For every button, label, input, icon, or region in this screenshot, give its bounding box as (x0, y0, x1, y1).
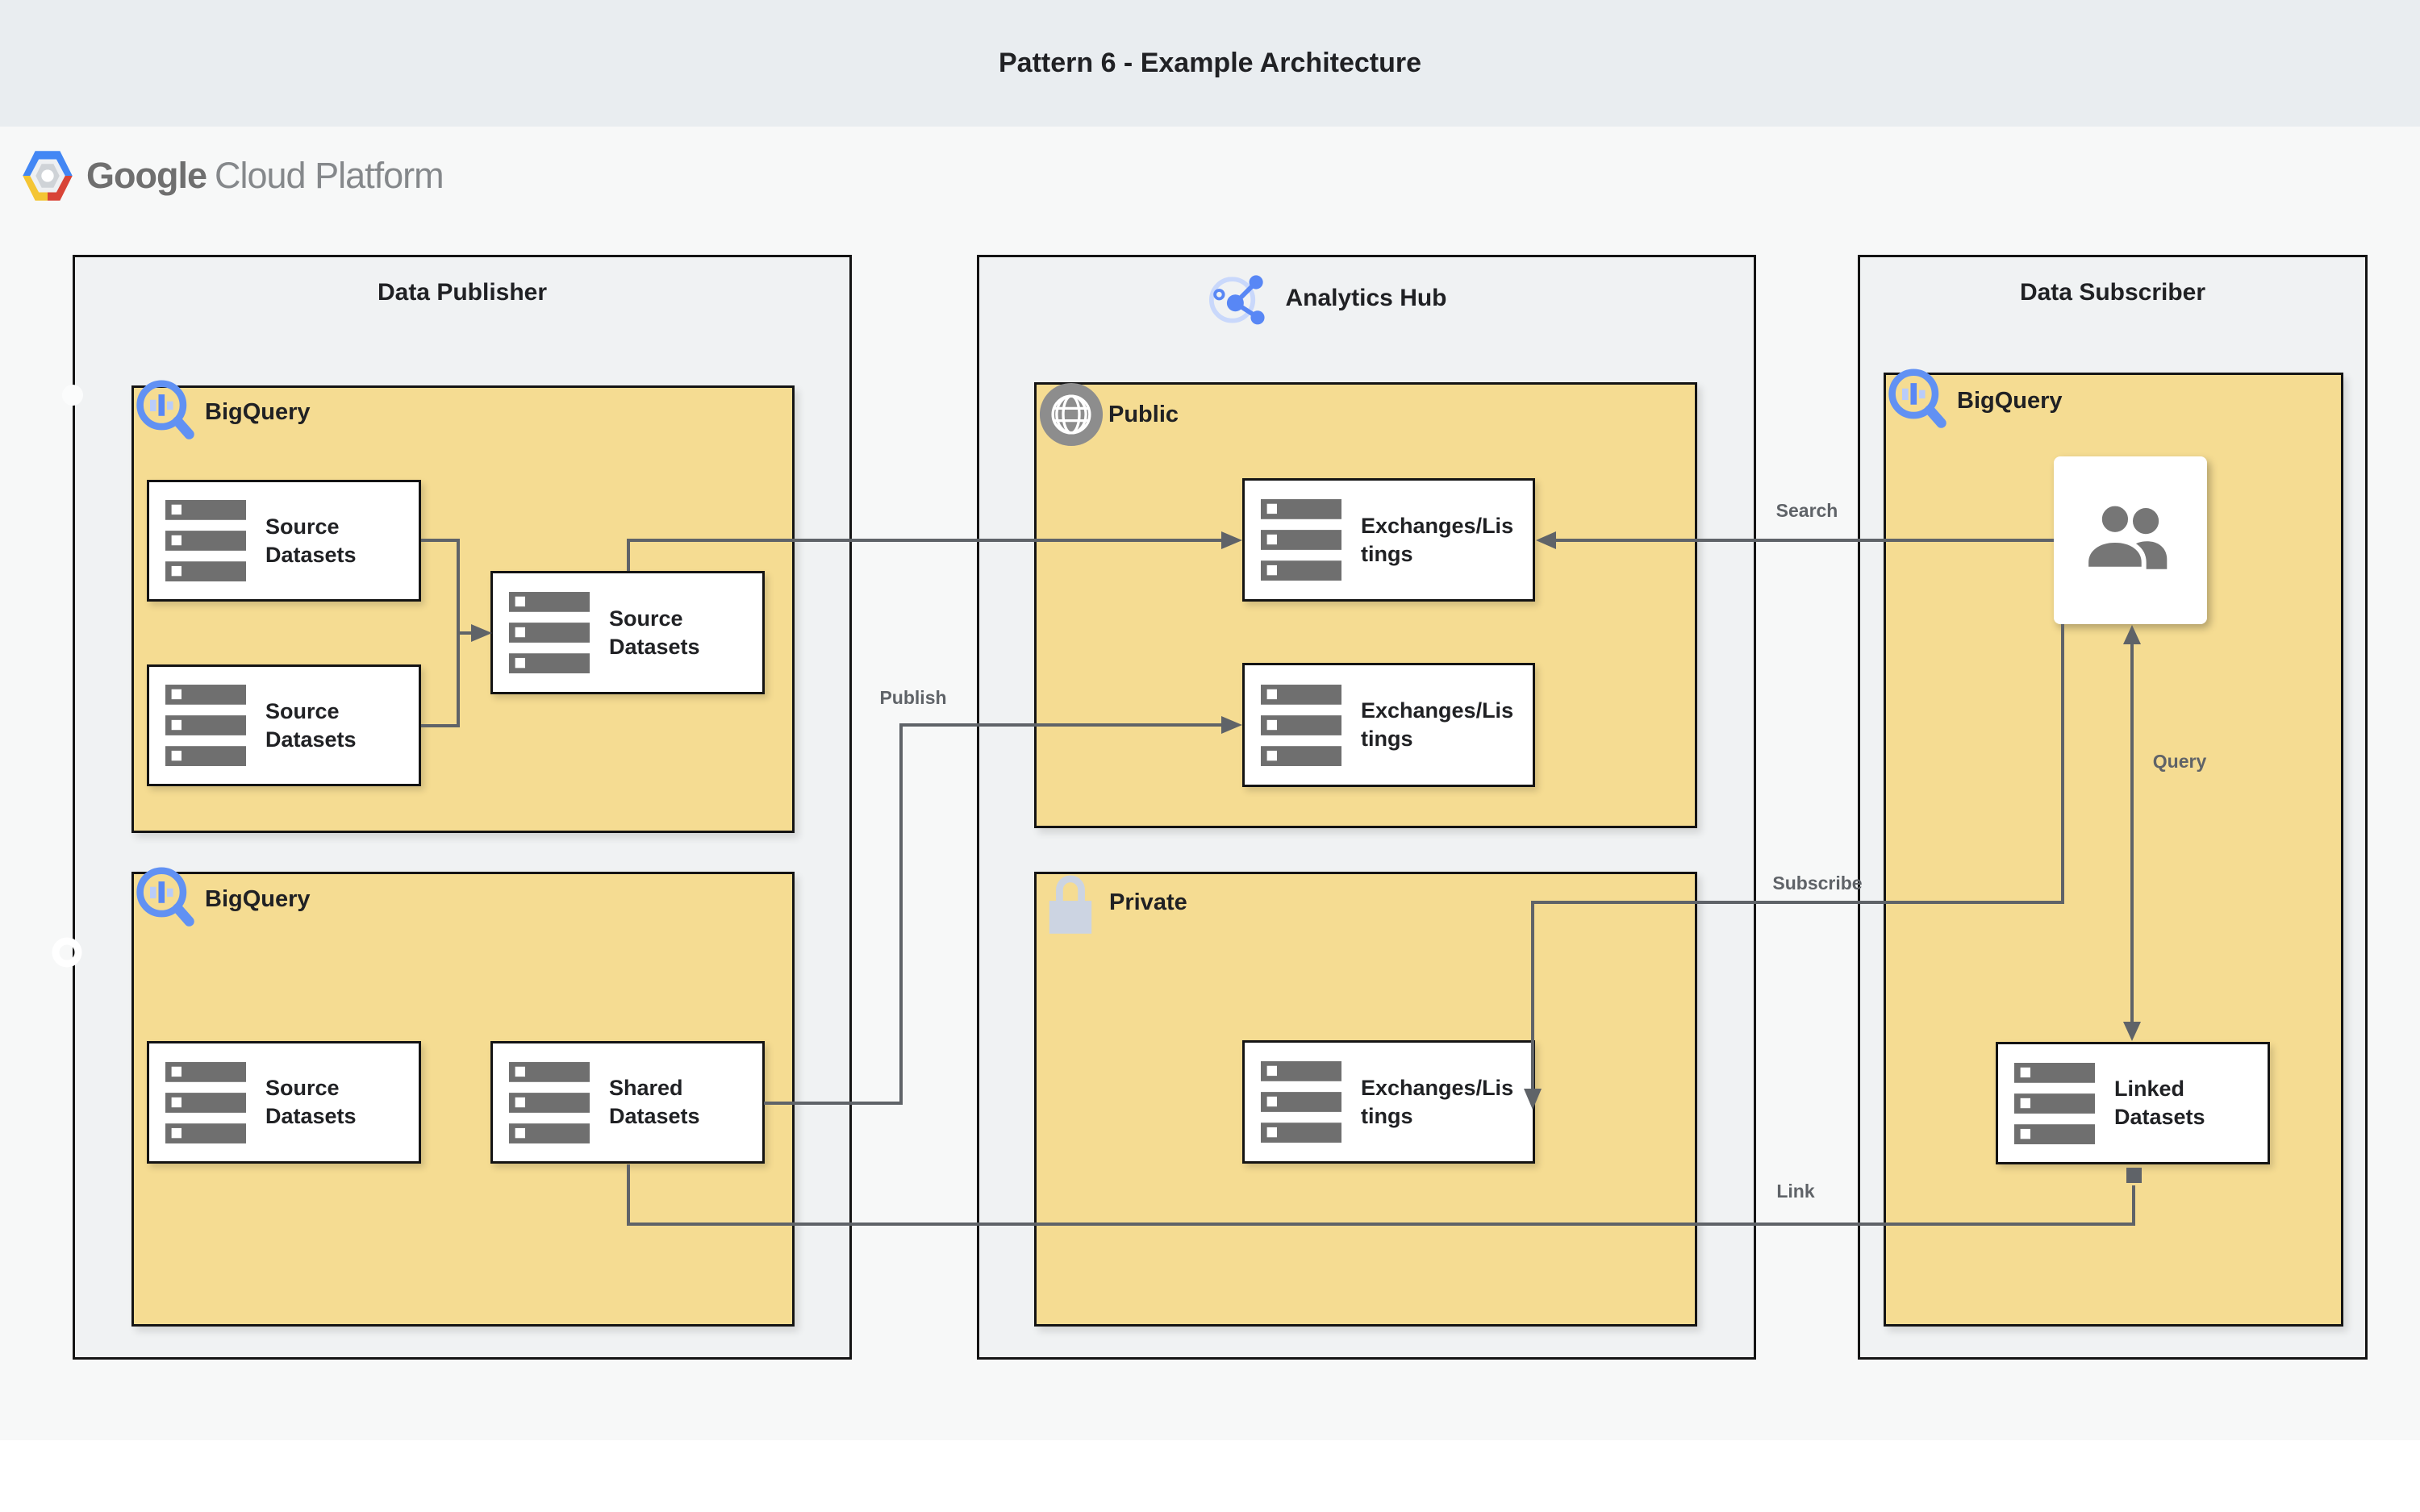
dataset-icon (165, 500, 246, 581)
page-title: Pattern 6 - Example Architecture (998, 48, 1422, 78)
analytics-hub-title-row: Analytics Hub (977, 266, 1756, 331)
dataset-icon (1261, 685, 1341, 766)
dataset-icon (509, 1062, 590, 1143)
data-publisher-title: Data Publisher (377, 279, 548, 306)
publisher-bigquery-bottom-header: BigQuery (134, 864, 311, 934)
dataset-icon (1261, 1061, 1341, 1143)
bigquery-icon (1886, 366, 1951, 435)
subscriber-bigquery-header: BigQuery (1886, 366, 2063, 435)
private-label: Private (1109, 889, 1187, 915)
gcp-logo-cloud-platform: Cloud Platform (215, 155, 444, 196)
public-label: Public (1108, 401, 1179, 427)
data-consumers-card (2054, 456, 2207, 624)
edge-label-query: Query (2152, 751, 2207, 772)
lock-icon (1045, 869, 1096, 935)
bigquery-label: BigQuery (205, 885, 311, 912)
bigquery-label: BigQuery (1957, 387, 2063, 414)
bigquery-label: BigQuery (205, 398, 311, 425)
dataset-icon (509, 592, 590, 673)
data-subscriber-title: Data Subscriber (2019, 279, 2206, 306)
hub-public-header: Public (1039, 382, 1179, 447)
edge-label-link: Link (1776, 1181, 1815, 1202)
header-bar (0, 0, 2420, 127)
edge-label-subscribe: Subscribe (1772, 873, 1863, 893)
dataset-icon (165, 1062, 246, 1143)
gcp-logo-google: Google (86, 155, 207, 196)
globe-icon (1039, 382, 1104, 447)
footer-strip (0, 1440, 2420, 1512)
edge-label-publish: Publish (879, 687, 947, 708)
edge-label-search: Search (1775, 500, 1838, 521)
dataset-icon (165, 685, 246, 766)
bigquery-icon (134, 377, 198, 447)
dataset-icon (1261, 499, 1341, 581)
analytics-hub-icon (1209, 266, 1274, 331)
dataset-icon (2014, 1063, 2095, 1144)
bigquery-icon (134, 864, 198, 934)
gcp-hexagon-icon (23, 151, 73, 201)
publisher-bigquery-top-header: BigQuery (134, 377, 311, 447)
users-icon (2080, 496, 2180, 585)
analytics-hub-title: Analytics Hub (1285, 285, 1447, 311)
hub-private-header: Private (1045, 869, 1187, 935)
